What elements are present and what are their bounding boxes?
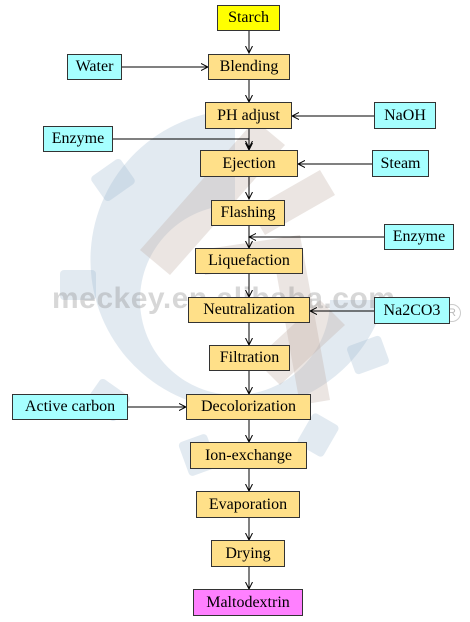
step-maltodextrin: Maltodextrin [193, 589, 303, 616]
input-na2co3: Na2CO3 [374, 297, 450, 324]
input-naoh: NaOH [374, 102, 436, 129]
step-flashing: Flashing [211, 200, 285, 226]
step-liquefaction: Liquefaction [195, 248, 303, 274]
step-filtration: Filtration [209, 345, 290, 371]
step-ph-adjust: PH adjust [205, 102, 292, 129]
step-starch: Starch [217, 5, 280, 31]
input-enzyme-liquefaction: Enzyme [384, 224, 454, 250]
input-water: Water [67, 54, 122, 80]
step-evaporation: Evaporation [196, 491, 300, 518]
step-blending: Blending [208, 54, 290, 80]
step-drying: Drying [211, 540, 285, 567]
input-enzyme-ejection: Enzyme [43, 126, 113, 152]
step-ion-exchange: Ion-exchange [190, 442, 307, 469]
input-steam: Steam [372, 150, 429, 177]
arrow-enzyme-ejection [113, 138, 249, 148]
step-neutralization: Neutralization [188, 297, 310, 323]
input-active-carbon: Active carbon [12, 394, 128, 420]
step-decolorization: Decolorization [186, 394, 311, 420]
step-ejection: Ejection [200, 150, 298, 177]
